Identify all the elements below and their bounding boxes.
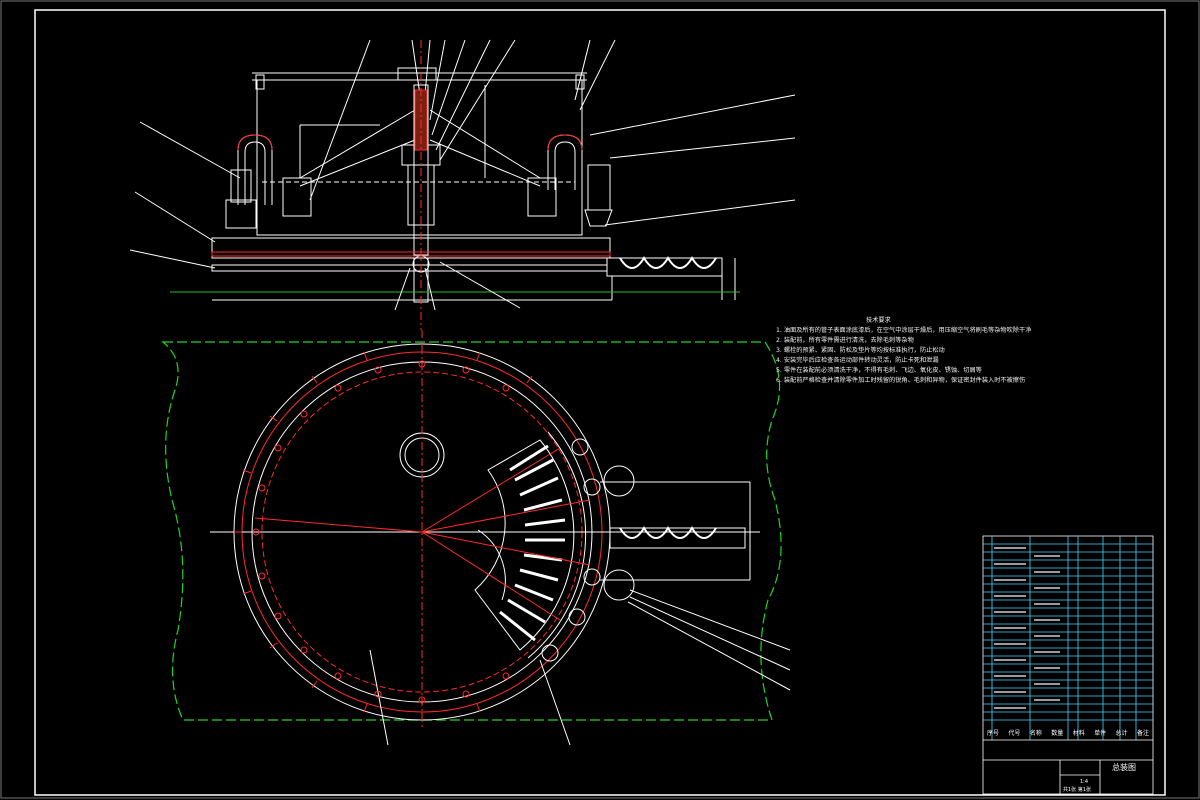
note-line-2: 2. 装配前，所有零件需进行清洗，去除毛刺等杂物 — [776, 337, 914, 344]
sheet-info: 共1张 第1张 — [1063, 787, 1091, 793]
note-line-4: 4. 安装完毕后应检查各运动部件转动灵活，防止卡死和泄漏 — [776, 357, 939, 364]
note-line-1: 1. 油面及所有的管子表面涂底漆后，在空气中涂层干燥后，用压缩空气将刷毛等杂物吹… — [776, 327, 1032, 334]
bom-cols — [991, 536, 1137, 740]
hdr-total: 总计 — [1115, 730, 1128, 737]
section-view — [129, 39, 796, 311]
hdr-unit: 单件 — [1094, 730, 1107, 737]
technical-notes: 技术要求 1. 油面及所有的管子表面涂底漆后，在空气中涂层干燥后，用压缩空气将刷… — [776, 316, 1136, 386]
hdr-material: 材料 — [1072, 730, 1085, 737]
hdr-code: 代号 — [1008, 730, 1021, 737]
hdr-seq: 序号 — [987, 730, 1000, 737]
hdr-name: 名称 — [1029, 730, 1042, 737]
drawing-name: 总装图 — [1112, 763, 1136, 772]
title-block: 序号 代号 名称 数量 材料 单件 总计 备注 — [983, 728, 1153, 737]
bom-text-marks — [994, 547, 1060, 709]
hdr-qty: 数量 — [1051, 730, 1064, 737]
bolt-holes — [252, 360, 510, 704]
ring-ticks — [234, 344, 533, 720]
note-line-5: 5. 零件在装配前必须清洗干净，不得有毛刺、飞边、氧化皮、锈蚀、切屑等 — [776, 367, 982, 374]
bom-table — [982, 535, 1154, 795]
section-red-marks — [211, 40, 611, 330]
hdr-note: 备注 — [1136, 730, 1149, 737]
note-line-3: 3. 螺栓的预紧、紧固、防松及垫片等均按标准执行，防止松动 — [776, 347, 945, 354]
drawing-scale: 1:4 — [1080, 779, 1089, 785]
plan-view — [210, 330, 791, 746]
notes-title: 技术要求 — [866, 317, 891, 324]
drawing-border — [34, 9, 1166, 796]
note-line-6: 6. 装配前严格检查并清除零件加工时残留的锐角、毛刺和异物，保证密封件装入时不被… — [776, 377, 1026, 384]
plan-break-line — [161, 341, 782, 721]
